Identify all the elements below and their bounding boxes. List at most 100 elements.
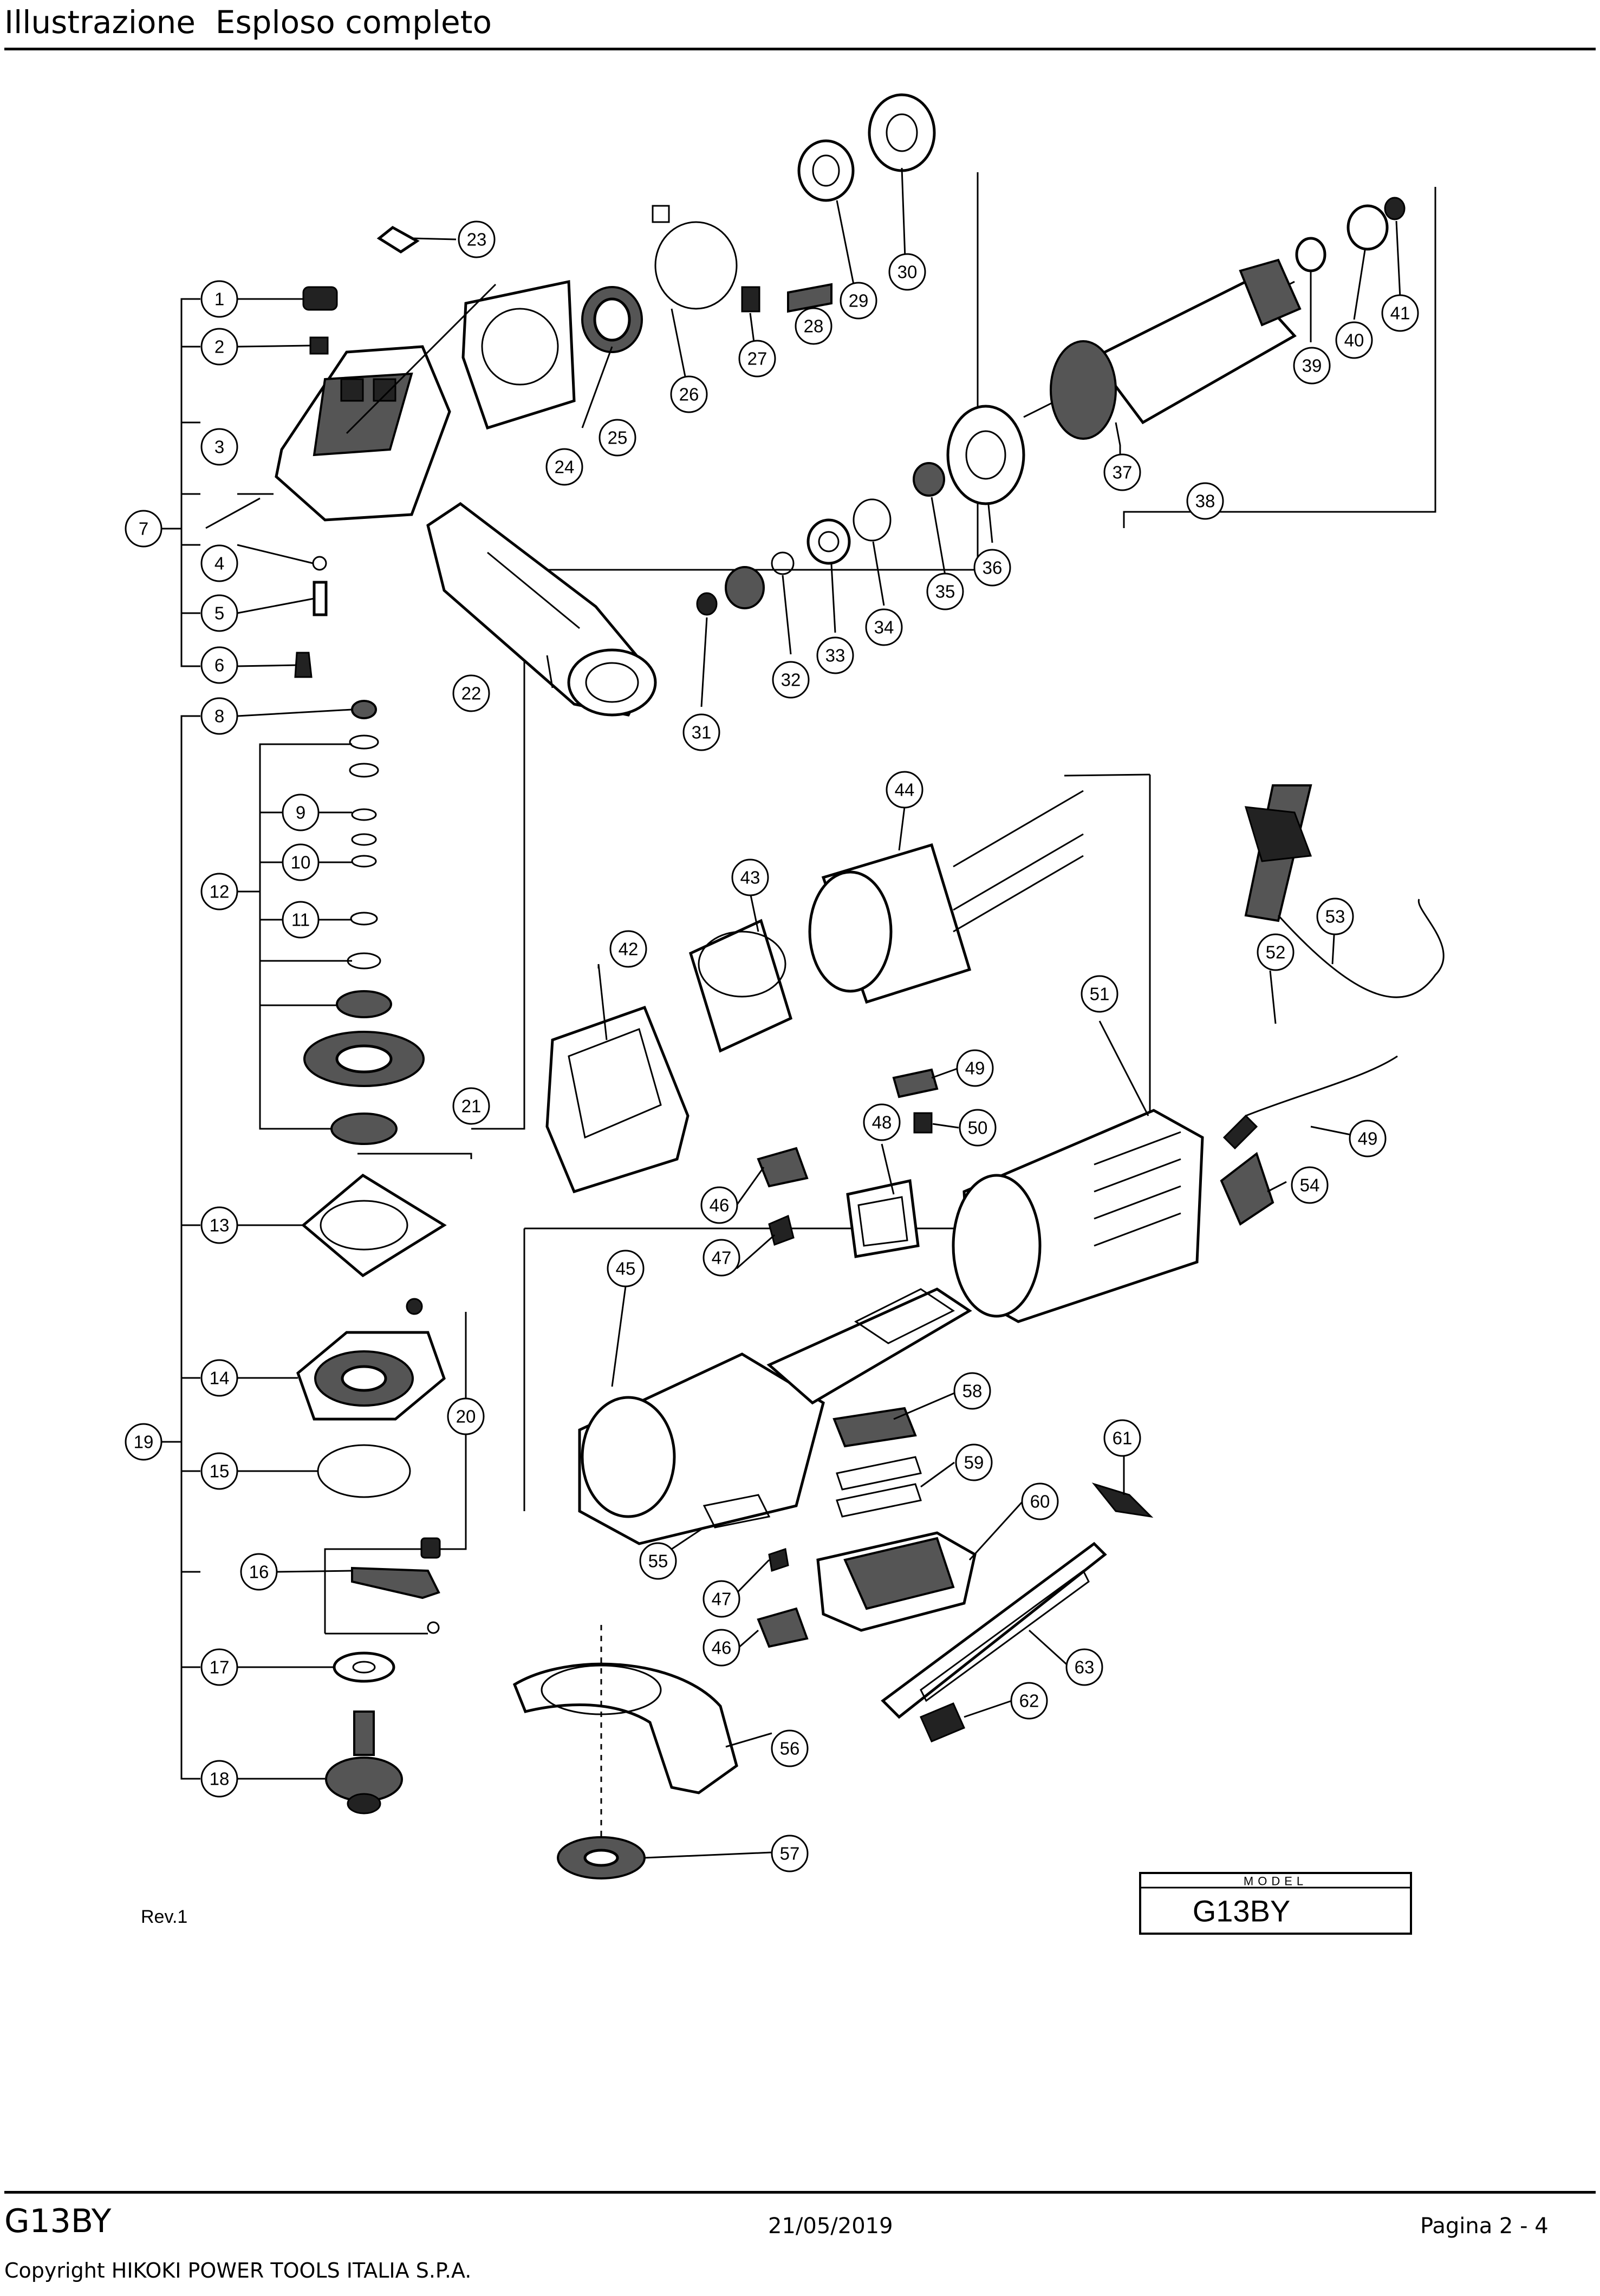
callout-34: 34 <box>865 608 903 646</box>
svg-text:48: 48 <box>872 1113 892 1133</box>
svg-text:55: 55 <box>648 1551 668 1571</box>
callout-12: 12 <box>200 873 238 910</box>
callout-57: 57 <box>771 1835 809 1872</box>
svg-text:4: 4 <box>214 554 224 574</box>
svg-text:32: 32 <box>781 670 801 690</box>
callout-46: 46 <box>700 1186 738 1224</box>
svg-text:25: 25 <box>608 428 628 448</box>
callout-54: 54 <box>1291 1166 1329 1204</box>
callout-63: 63 <box>1065 1648 1103 1686</box>
callout-39: 39 <box>1293 347 1331 385</box>
svg-text:63: 63 <box>1075 1657 1095 1677</box>
callout-1: 1 <box>200 280 238 318</box>
callout-7: 7 <box>125 510 162 548</box>
svg-text:37: 37 <box>1113 463 1133 483</box>
callout-13: 13 <box>200 1206 238 1244</box>
svg-text:61: 61 <box>1113 1428 1133 1448</box>
footer-page-number: Pagina 2 - 4 <box>1420 2214 1549 2239</box>
svg-text:3: 3 <box>214 437 224 457</box>
callout-28: 28 <box>795 307 832 345</box>
callout-48: 48 <box>863 1103 901 1141</box>
svg-text:46: 46 <box>710 1195 730 1215</box>
svg-text:54: 54 <box>1300 1175 1320 1195</box>
svg-text:58: 58 <box>962 1381 983 1401</box>
svg-text:38: 38 <box>1195 491 1215 511</box>
callout-44: 44 <box>886 771 923 809</box>
callout-5: 5 <box>200 594 238 632</box>
footer-date: 21/05/2019 <box>768 2214 893 2239</box>
svg-text:46: 46 <box>712 1638 732 1658</box>
svg-text:39: 39 <box>1302 356 1322 376</box>
svg-text:24: 24 <box>555 457 575 477</box>
callout-35: 35 <box>926 573 964 610</box>
svg-text:50: 50 <box>968 1118 988 1138</box>
callout-55: 55 <box>639 1542 677 1580</box>
callout-16: 16 <box>240 1553 278 1591</box>
callout-22: 22 <box>452 674 490 712</box>
exploded-view-diagram: 1 2 3 4 5 6 7 8 9 10 11 12 13 14 15 16 1… <box>125 93 1445 1935</box>
callout-49-second: 49 <box>1349 1120 1387 1157</box>
svg-text:51: 51 <box>1090 984 1110 1004</box>
callout-33: 33 <box>816 636 854 674</box>
svg-text:19: 19 <box>134 1432 154 1452</box>
callout-23: 23 <box>458 220 496 258</box>
svg-text:15: 15 <box>210 1461 230 1481</box>
svg-text:43: 43 <box>740 868 760 888</box>
callout-59: 59 <box>955 1443 993 1481</box>
svg-text:18: 18 <box>210 1769 230 1789</box>
svg-text:26: 26 <box>679 385 699 405</box>
svg-text:21: 21 <box>461 1096 482 1116</box>
callout-40: 40 <box>1335 321 1373 359</box>
model-box-value: G13BY <box>1193 1894 1291 1928</box>
callout-2: 2 <box>200 328 238 366</box>
svg-text:22: 22 <box>461 684 482 704</box>
callout-38: 38 <box>1186 482 1224 520</box>
svg-text:33: 33 <box>825 646 845 666</box>
footer-model: G13BY <box>4 2202 112 2240</box>
callout-20: 20 <box>447 1397 485 1435</box>
callout-53: 53 <box>1316 897 1354 935</box>
svg-text:1: 1 <box>214 289 224 309</box>
svg-text:9: 9 <box>296 803 305 823</box>
svg-text:28: 28 <box>804 316 824 336</box>
callout-32: 32 <box>772 661 810 699</box>
svg-text:8: 8 <box>214 706 224 726</box>
callout-26: 26 <box>670 375 708 413</box>
callout-8: 8 <box>200 697 238 735</box>
svg-text:41: 41 <box>1390 303 1410 323</box>
svg-text:10: 10 <box>291 853 311 873</box>
svg-text:47: 47 <box>712 1589 732 1609</box>
svg-text:27: 27 <box>747 349 768 369</box>
part-illustrations <box>205 93 1445 1879</box>
callout-52: 52 <box>1257 933 1295 971</box>
callout-45: 45 <box>607 1250 645 1287</box>
callout-10: 10 <box>282 843 320 881</box>
svg-text:12: 12 <box>210 882 230 902</box>
callout-49: 49 <box>956 1049 994 1087</box>
svg-text:16: 16 <box>249 1562 269 1582</box>
svg-text:14: 14 <box>210 1368 230 1388</box>
callout-11: 11 <box>282 901 320 939</box>
svg-text:60: 60 <box>1030 1492 1050 1512</box>
callout-46-second: 46 <box>703 1629 740 1667</box>
svg-text:62: 62 <box>1019 1691 1039 1711</box>
svg-text:47: 47 <box>712 1248 732 1268</box>
callout-18: 18 <box>200 1760 238 1798</box>
svg-text:56: 56 <box>780 1739 800 1759</box>
callout-41: 41 <box>1381 294 1419 332</box>
footer-rule <box>4 2191 1596 2194</box>
svg-text:29: 29 <box>849 291 869 311</box>
callout-51: 51 <box>1081 975 1118 1013</box>
callout-27: 27 <box>738 340 776 378</box>
svg-text:31: 31 <box>692 723 712 743</box>
svg-text:6: 6 <box>214 655 224 675</box>
svg-text:7: 7 <box>139 519 148 539</box>
callout-labels: 1 2 3 4 5 6 7 8 9 10 11 12 13 14 15 16 1… <box>125 220 1419 1872</box>
svg-text:49: 49 <box>1358 1129 1378 1149</box>
callout-14: 14 <box>200 1359 238 1397</box>
callout-24: 24 <box>545 448 583 486</box>
callout-62: 62 <box>1010 1682 1048 1720</box>
callout-61: 61 <box>1103 1419 1141 1457</box>
page-title: Illustrazione Esploso completo <box>4 4 492 41</box>
svg-text:36: 36 <box>983 558 1003 578</box>
